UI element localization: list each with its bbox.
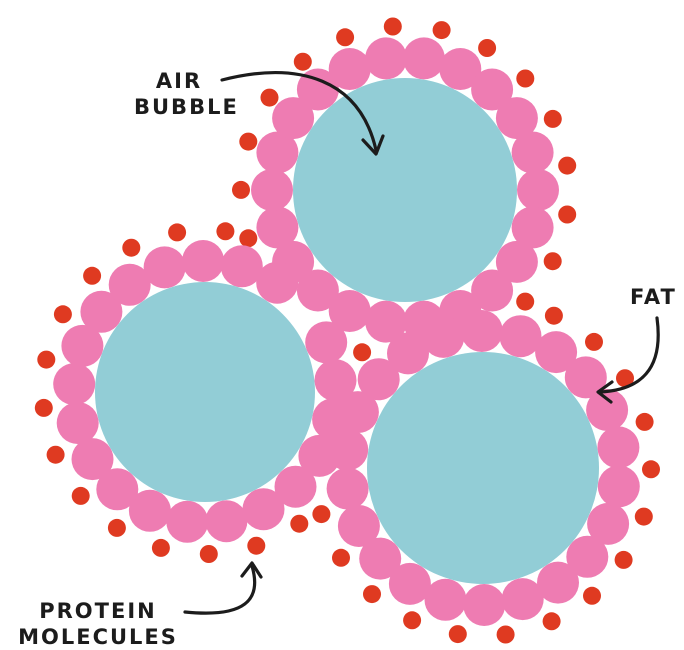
protein-molecule [449, 625, 467, 643]
protein-molecule [200, 545, 218, 563]
fat-globule [305, 321, 347, 363]
fat-globule [502, 578, 544, 620]
protein-molecule [54, 305, 72, 323]
fat-globule [329, 48, 371, 90]
protein-molecule [232, 181, 250, 199]
protein-molecule [152, 539, 170, 557]
fat-globule [463, 584, 505, 626]
protein-molecule [545, 307, 563, 325]
fat-globule [512, 132, 554, 174]
protein-molecule [108, 519, 126, 537]
protein-molecule [247, 537, 265, 555]
fat-globule [422, 316, 464, 358]
fat-globule [517, 169, 559, 211]
fat-globule [243, 488, 285, 530]
protein-molecule [47, 446, 65, 464]
protein-molecule [72, 487, 90, 505]
protein-molecule [478, 39, 496, 57]
fat-globule [461, 310, 503, 352]
protein-molecule [384, 18, 402, 36]
protein-molecule [433, 21, 451, 39]
protein-molecules-label: PROTEIN MOLECULES [0, 598, 196, 650]
protein-molecule [35, 399, 53, 417]
air-bubble-label: AIR BUBBLE [134, 68, 224, 120]
fat-globule [326, 429, 368, 471]
protein-molecule [312, 505, 330, 523]
fat-globule [205, 500, 247, 542]
protein-molecule [558, 206, 576, 224]
protein-molecule [543, 612, 561, 630]
protein-label-line2: MOLECULES [0, 624, 196, 650]
protein-molecule [544, 252, 562, 270]
protein-molecule [363, 585, 381, 603]
protein-molecule [332, 549, 350, 567]
fat-globule [251, 169, 293, 211]
protein-molecule [239, 229, 257, 247]
fat-globule [597, 426, 639, 468]
protein-molecule [585, 333, 603, 351]
protein-molecule [168, 223, 186, 241]
protein-molecule [294, 53, 312, 71]
air-bubble [367, 352, 599, 584]
protein-molecule [261, 89, 279, 107]
protein-molecule [516, 293, 534, 311]
protein-molecule [403, 611, 421, 629]
fat-globule [586, 389, 628, 431]
fat-label: FAT [630, 284, 677, 310]
fat-globule [365, 37, 407, 79]
protein-molecule [290, 515, 308, 533]
fat-globule [403, 37, 445, 79]
protein-molecule [37, 351, 55, 369]
protein-molecule [544, 110, 562, 128]
fat-globule [256, 207, 298, 249]
protein-molecule [635, 508, 653, 526]
air-bubble-label-line2: BUBBLE [134, 94, 224, 120]
protein-molecule [216, 222, 234, 240]
protein-molecule [615, 551, 633, 569]
fat-globule [57, 402, 99, 444]
protein-molecule [558, 157, 576, 175]
protein-molecule [583, 587, 601, 605]
protein-molecule [83, 267, 101, 285]
protein-label-line1: PROTEIN [0, 598, 196, 624]
protein-molecule [239, 133, 257, 151]
protein-molecule [516, 70, 534, 88]
protein-molecule [642, 460, 660, 478]
protein-molecule [636, 413, 654, 431]
protein-molecule [122, 239, 140, 257]
protein-molecule [497, 626, 515, 644]
fat-label-text: FAT [630, 284, 677, 310]
fat-globule [182, 240, 224, 282]
air-bubble-label-line1: AIR [134, 68, 224, 94]
fat-globule [256, 262, 298, 304]
air-bubble [95, 282, 315, 502]
protein-molecule [336, 28, 354, 46]
fat-globule [53, 363, 95, 405]
protein-molecule [353, 343, 371, 361]
air-bubble [293, 78, 517, 302]
fat-globule [166, 501, 208, 543]
fat-globule [144, 246, 186, 288]
fat-globule [338, 505, 380, 547]
fat-globule [72, 438, 114, 480]
fat-globule [327, 468, 369, 510]
fat-globule [598, 465, 640, 507]
